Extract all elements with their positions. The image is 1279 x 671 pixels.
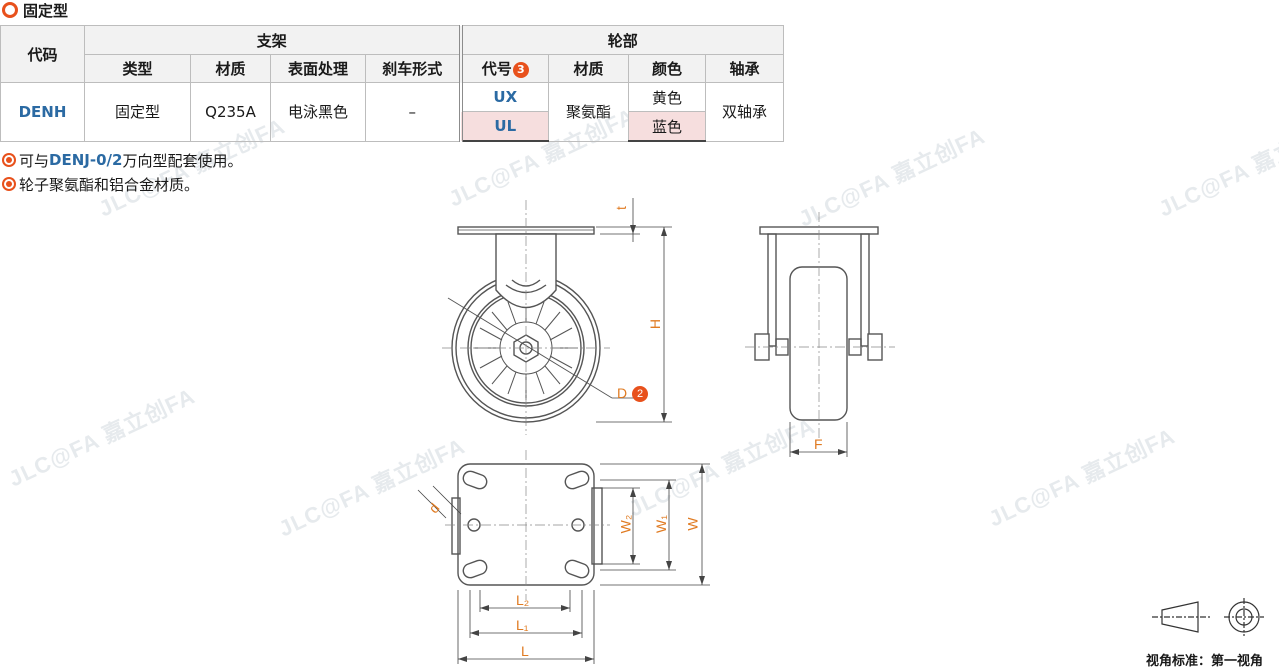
section-heading: 固定型	[2, 0, 68, 20]
projection-label: 视角标准：第一视角	[1146, 654, 1264, 669]
dim-label-l1: L₁	[516, 617, 529, 633]
dim-label-w2: W₂	[617, 514, 634, 534]
table-row: UL 蓝色	[1, 111, 784, 142]
col-code: 代码	[0, 25, 85, 83]
section-title: 固定型	[23, 1, 69, 20]
cell-code: DENH	[0, 82, 85, 142]
ref-badge: 3	[512, 62, 529, 78]
dim-label-d: D 2	[617, 385, 649, 402]
cell-material: Q235A	[190, 82, 271, 142]
cell-wheel-code: UL	[458, 111, 550, 142]
ref-badge: 2	[632, 386, 649, 402]
target-bullet-icon	[6, 181, 12, 187]
dim-label-w1: W₁	[652, 515, 669, 533]
first-angle-projection-icon	[1152, 598, 1264, 636]
dim-label-l: L	[521, 643, 529, 659]
table-row: DENH 固定型 Q235A 电泳黑色 – UX 聚氨酯 黄色 双轴承	[0, 82, 785, 142]
col-bearing: 轴承	[705, 54, 785, 83]
cell-type: 固定型	[84, 82, 191, 142]
cell-brake: –	[364, 82, 462, 142]
cell-wheel-material: 聚氨酯	[548, 82, 630, 142]
cell-color: 黄色	[628, 82, 707, 112]
dim-label-f: F	[814, 436, 823, 452]
cell-color: 蓝色	[628, 111, 707, 142]
group-bracket: 支架	[83, 25, 462, 55]
target-bullet-icon	[6, 157, 12, 163]
col-wheel-material: 材质	[548, 54, 630, 83]
group-wheel: 轮部	[458, 25, 785, 55]
dim-label-w: W	[684, 517, 701, 531]
dim-label-t: t	[612, 206, 629, 210]
ring-bullet-icon	[2, 2, 18, 18]
dim-label-h: H	[647, 318, 664, 330]
col-brake: 刹车形式	[364, 54, 462, 83]
cell-bearing: 双轴承	[705, 82, 785, 142]
col-surface: 表面处理	[270, 54, 366, 83]
col-color: 颜色	[628, 54, 707, 83]
dim-label-l2: L₂	[516, 592, 530, 608]
col-type: 类型	[84, 54, 191, 83]
col-material: 材质	[190, 54, 271, 83]
cell-wheel-code: UX	[458, 82, 550, 112]
note-item: 轮子聚氨酯和铝合金材质。	[2, 172, 242, 196]
